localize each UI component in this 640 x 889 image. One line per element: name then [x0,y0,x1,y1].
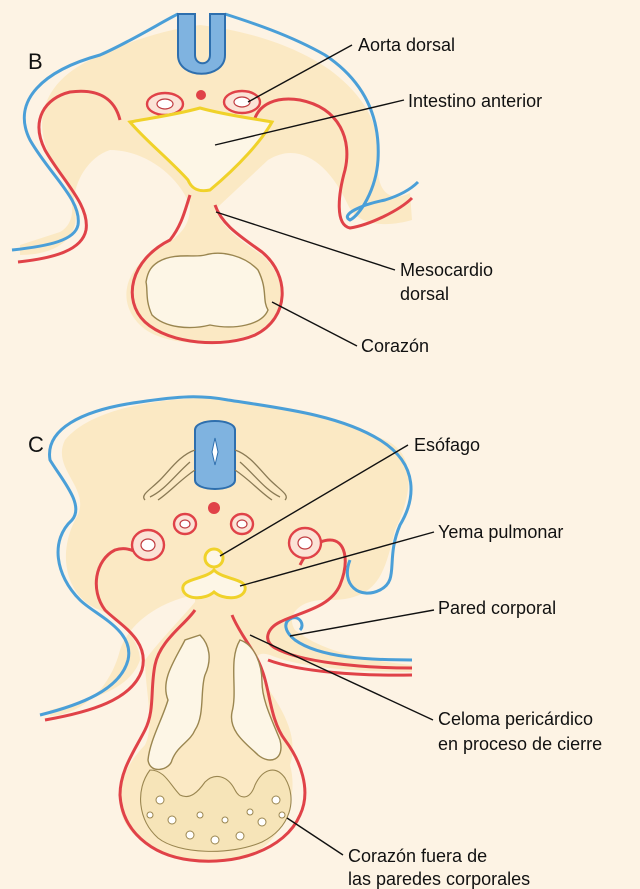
panel-c-cardinal-right-lumen [298,537,312,549]
panel-c: C [28,397,602,889]
label-celoma-cierre: en proceso de cierre [438,734,602,754]
panel-c-leader-pared [290,610,434,636]
label-corazon-fuera: Corazón fuera de [348,846,487,866]
label-pared-corporal: Pared corporal [438,598,556,618]
panel-b-endocardium [146,253,268,327]
label-mesocardio: Mesocardio [400,260,493,280]
panel-c-esophagus [205,549,223,567]
panel-b: B Aorta dorsal Intestino anterior [12,14,542,356]
label-celoma-pericardico: Celoma pericárdico [438,709,593,729]
label-esofago: Esófago [414,435,480,455]
panel-c-leader-fuera [287,818,343,855]
label-yema-pulmonar: Yema pulmonar [438,522,563,542]
label-intestino-anterior: Intestino anterior [408,91,542,111]
panel-b-leader-corazon [272,302,357,346]
label-mesocardio-dorsal: dorsal [400,284,449,304]
panel-b-aorta-left-lumen [157,99,173,109]
panel-c-aorta-left-lumen [180,520,190,528]
label-paredes-corporales: las paredes corporales [348,869,530,889]
panel-c-cardinal-left-lumen [141,539,155,551]
label-corazon: Corazón [361,336,429,356]
label-aorta-dorsal: Aorta dorsal [358,35,455,55]
panel-c-letter: C [28,432,44,457]
panel-c-aorta-right-lumen [237,520,247,528]
panel-b-notochord [196,90,206,100]
panel-b-aorta-right-lumen [234,97,250,107]
panel-c-notochord [208,502,220,514]
panel-b-letter: B [28,49,43,74]
